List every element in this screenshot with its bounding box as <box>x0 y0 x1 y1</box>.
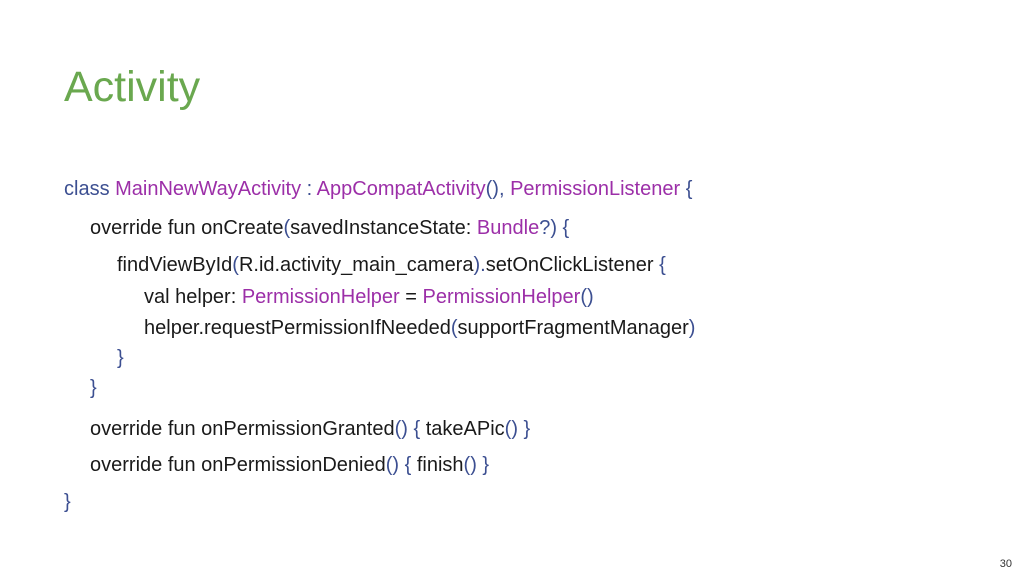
code-token: = <box>399 286 423 308</box>
code-token: ?) { <box>539 217 570 239</box>
code-token: ) <box>688 317 696 339</box>
code-token: helper.requestPermissionIfNeeded <box>144 317 451 339</box>
code-token: ( <box>232 254 239 276</box>
code-line: override fun onCreate(savedInstanceState… <box>90 216 569 240</box>
code-line: findViewById(R.id.activity_main_camera).… <box>117 253 666 277</box>
code-token: ( <box>283 217 291 239</box>
code-token: } <box>117 347 124 369</box>
code-token: (), <box>485 178 511 200</box>
code-token: PermissionHelper <box>241 286 400 308</box>
code-token: PermissionListener <box>510 178 681 200</box>
code-token: () { <box>394 418 426 440</box>
code-token: override fun onPermissionGranted <box>90 418 395 440</box>
code-line: override fun onPermissionGranted() { tak… <box>90 417 530 441</box>
code-token: () } <box>504 418 531 440</box>
code-token: () } <box>463 454 490 476</box>
code-token: override fun onCreate <box>90 217 284 239</box>
code-line: override fun onPermissionDenied() { fini… <box>90 453 489 477</box>
code-token: setOnClickListener <box>485 254 654 276</box>
code-token: class <box>64 178 116 200</box>
code-line: val helper: PermissionHelper = Permissio… <box>144 285 594 309</box>
code-token: () { <box>385 454 417 476</box>
code-token: { <box>680 178 693 200</box>
code-token: ). <box>473 254 486 276</box>
code-token: override fun onPermissionDenied <box>90 454 386 476</box>
code-token: } <box>64 491 71 513</box>
code-line: } <box>117 346 124 370</box>
code-line: } <box>90 376 97 400</box>
code-token: PermissionHelper <box>422 286 581 308</box>
code-token: val helper: <box>144 286 242 308</box>
code-token: finish <box>416 454 464 476</box>
code-token: } <box>90 377 97 399</box>
code-token: savedInstanceState: <box>290 217 477 239</box>
code-line: helper.requestPermissionIfNeeded(support… <box>144 316 695 340</box>
code-token: { <box>653 254 666 276</box>
code-token: MainNewWayActivity <box>115 178 302 200</box>
code-token: supportFragmentManager <box>457 317 689 339</box>
code-line: } <box>64 490 71 514</box>
code-token: Bundle <box>476 217 540 239</box>
code-token: findViewById <box>117 254 233 276</box>
code-token: : <box>301 178 317 200</box>
code-line: class MainNewWayActivity : AppCompatActi… <box>64 177 692 201</box>
code-token: takeAPic <box>425 418 505 440</box>
code-block: class MainNewWayActivity : AppCompatActi… <box>64 0 1004 576</box>
slide-title: Activity <box>64 63 201 111</box>
code-token: () <box>580 286 594 308</box>
page-number: 30 <box>999 558 1012 570</box>
code-token: ( <box>450 317 458 339</box>
code-token: AppCompatActivity <box>316 178 486 200</box>
code-token: R.id.activity_main_camera <box>238 254 474 276</box>
